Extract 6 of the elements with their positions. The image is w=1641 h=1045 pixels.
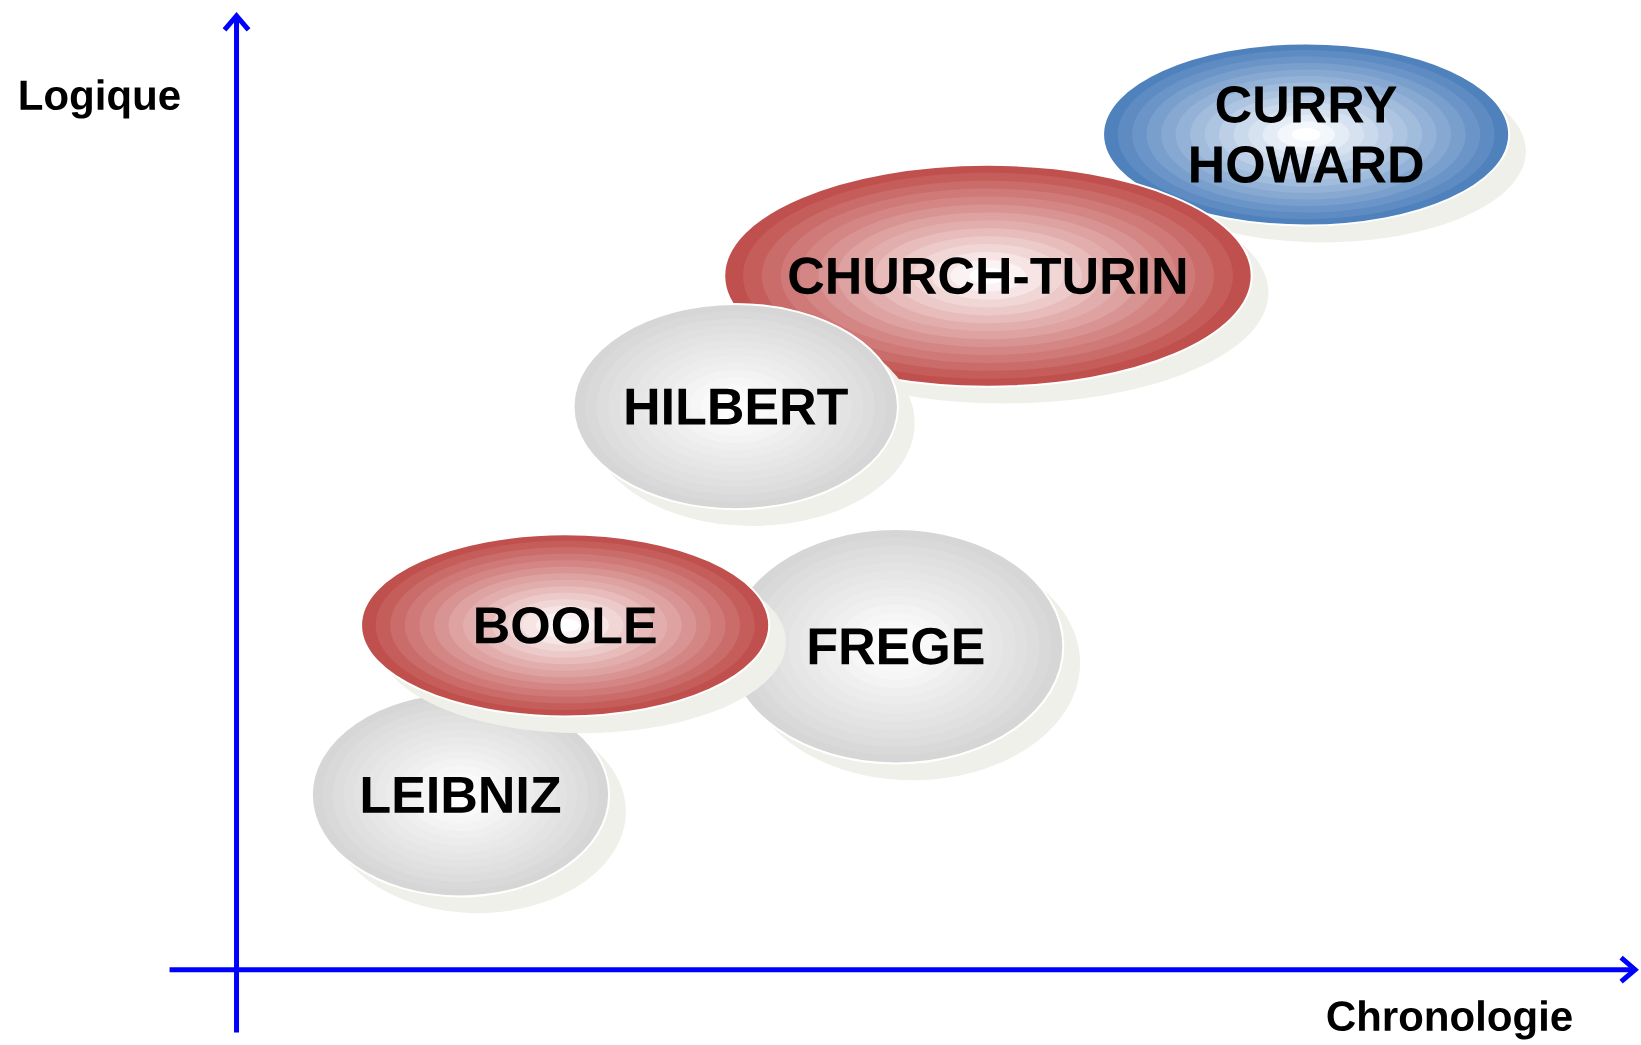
ellipse-node: CURRY HOWARD [1102, 42, 1526, 243]
axis-label: Chronologie [1327, 1000, 1572, 1040]
ellipse-node: BOOLE [360, 533, 786, 734]
ellipse-node: FREGE [727, 528, 1081, 781]
axis-label: Logique [20, 79, 180, 119]
ellipse-node: HILBERT [572, 303, 915, 526]
